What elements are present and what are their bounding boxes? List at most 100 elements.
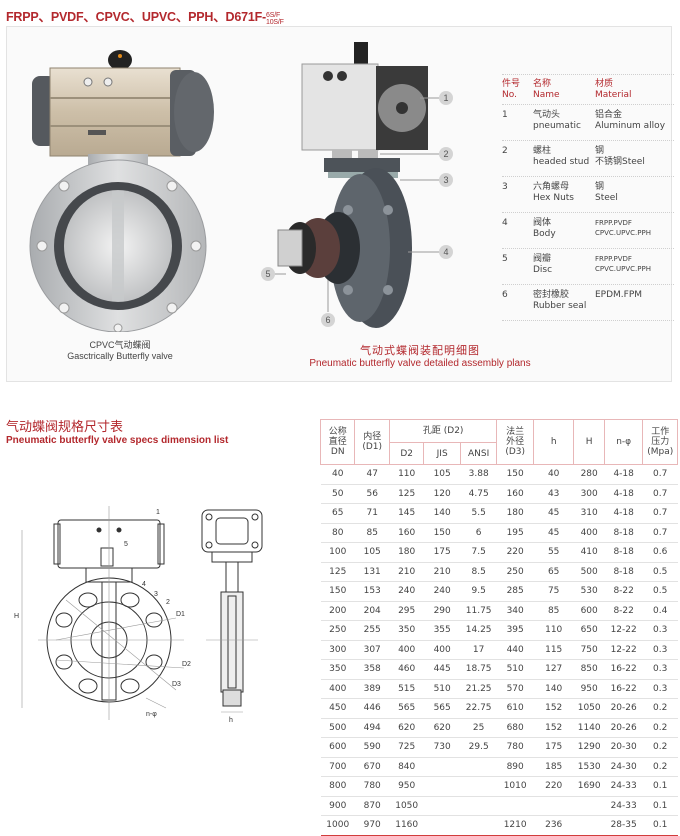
cell-H: 530 [573,581,605,602]
part-material-2: Steel [595,193,618,203]
callout-1: 1 [443,93,448,103]
cell-jis: 240 [423,581,461,602]
spec-section-title: 气动蝶阀规格尺寸表 Pneumatic butterfly valve spec… [6,420,228,447]
part-name-en: Hex Nuts [533,193,574,203]
cell-h: 110 [533,620,574,641]
cell-jis: 120 [423,484,461,504]
cell-H: 750 [573,640,605,660]
cell-H: 1690 [573,776,605,797]
cell-d1: 153 [354,581,390,602]
cell-dn: 900 [320,796,355,816]
cell-H: 600 [573,601,605,621]
cell-d2: 145 [389,503,424,524]
assembly-caption-zh: 气动式蝶阀装配明细图 [360,344,480,357]
cell-h: 220 [533,776,574,797]
part-material-2: CPVC.UPVC.PPH [595,229,651,237]
col-h-large: H [573,419,605,465]
cell-ansi: 22.75 [460,698,497,719]
cell-jis: 175 [423,542,461,563]
cell-jis: 510 [423,679,461,699]
cell-jis: 730 [423,737,461,758]
col-dn-3: DN [330,447,345,457]
cell-d3: 1010 [496,776,534,797]
cell-pressure: 0.5 [642,581,678,602]
cell-dn: 350 [320,659,355,680]
cell-pressure: 0.4 [642,601,678,621]
svg-text:H: H [14,613,19,620]
cell-ansi [460,757,497,777]
cell-n-phi: 16-22 [604,679,643,699]
cell-pressure: 0.2 [642,737,678,758]
cell-d1: 780 [354,776,390,797]
cell-n-phi: 20-26 [604,718,643,738]
cell-H: 400 [573,523,605,543]
cell-h [533,796,574,816]
col-d1-1: 内径 [363,432,382,442]
cell-jis: 210 [423,562,461,582]
cell-dn: 500 [320,718,355,738]
cell-d2: 110 [389,464,424,485]
cell-d2: 620 [389,718,424,738]
part-no: 5 [502,254,508,264]
cell-n-phi: 24-33 [604,776,643,797]
col-name-zh: 名称 [533,79,552,89]
part-name-en: pneumatic [533,121,581,131]
cell-H: 1050 [573,698,605,719]
cell-ansi: 11.75 [460,601,497,621]
col-pressure-2: 压力 [651,437,670,447]
part-material: FRPP.PVDF [595,219,632,227]
cell-ansi [460,776,497,797]
col-d2: D2 [388,442,425,465]
cell-n-phi: 20-26 [604,698,643,719]
part-name-en: Rubber seal [533,301,587,311]
cell-pressure: 0.1 [642,776,678,797]
cell-dn: 300 [320,640,355,660]
cell-dn: 700 [320,757,355,777]
cell-H: 410 [573,542,605,563]
cell-ansi: 8.5 [460,562,497,582]
col-jis: JIS [423,442,461,465]
part-name-zh: 阀体 [533,218,552,228]
cell-ansi: 18.75 [460,659,497,680]
part-name-zh: 螺柱 [533,146,552,156]
col-no-zh: 件号 [502,79,521,89]
part-name-zh: 阀瓣 [533,254,552,264]
assembly-caption-en: Pneumatic butterfly valve detailed assem… [309,358,531,369]
callout-6: 6 [325,315,330,325]
svg-text:5: 5 [124,541,128,548]
svg-text:D1: D1 [176,611,185,618]
cell-n-phi: 8-18 [604,562,643,582]
svg-text:D2: D2 [182,661,191,668]
cell-d3 [496,796,534,816]
cell-d1: 307 [354,640,390,660]
cell-n-phi: 8-18 [604,523,643,543]
svg-text:D3: D3 [172,681,181,688]
cell-h: 55 [533,542,574,563]
callout-3: 3 [443,175,448,185]
part-no: 6 [502,290,508,300]
callout-5: 5 [265,269,270,279]
part-material: 钢 [595,182,605,192]
cell-h: 152 [533,718,574,738]
cell-n-phi: 20-30 [604,737,643,758]
cell-d1: 446 [354,698,390,719]
cell-n-phi: 24-30 [604,757,643,777]
cell-d3: 150 [496,464,534,485]
cell-ansi: 17 [460,640,497,660]
cell-H: 1140 [573,718,605,738]
col-d3-3: (D3) [505,447,525,457]
cell-d1: 590 [354,737,390,758]
cell-h: 45 [533,523,574,543]
